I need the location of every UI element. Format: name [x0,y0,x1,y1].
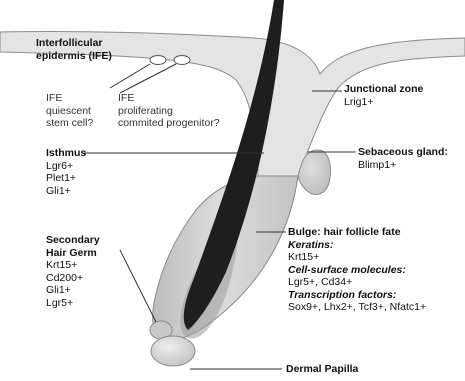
sebaceous-title: Sebaceous gland: [358,146,448,158]
shg-marker-3: Gli1+ [46,284,71,296]
shg-marker-1: Krt15+ [46,259,77,271]
junctional-zone-label: Junctional zone Lrig1+ [344,83,423,108]
ife-prog-line1: IFE [118,92,134,104]
isthmus-label: Isthmus Lgr6+ Plet1+ Gli1+ [46,147,86,197]
transcription-factors-value: Sox9+, Lhx2+, Tcf3+, Nfatc1+ [288,301,426,313]
junctional-title: Junctional zone [344,83,423,95]
shg-marker-4: Lgr5+ [46,297,73,309]
keratins-title: Keratins: [288,239,334,251]
ife-stem-line2: quiescent [46,105,91,117]
isthmus-marker-2: Plet1+ [46,172,76,184]
bulge-title: Bulge: hair follicle fate [288,226,401,238]
cell-surface-value: Lgr5+, Cd34+ [288,276,352,288]
isthmus-marker-3: Gli1+ [46,185,71,197]
ife-title: Interfollicular epidermis (IFE) [36,37,112,62]
shg-title-line2: Hair Germ [46,247,97,259]
keratins-value: Krt15+ [288,251,319,263]
ife-prog-line3: commited progenitor? [118,117,220,129]
ife-prog-line2: proliferating [118,105,173,117]
isthmus-marker-1: Lgr6+ [46,160,73,172]
ife-title-line1: Interfollicular [36,37,103,49]
transcription-factors-title: Transcription factors: [288,289,396,301]
shg-title-line1: Secondary [46,234,100,246]
leader-secondary-germ [120,250,156,322]
sebaceous-marker: Blimp1+ [358,159,396,171]
junctional-marker: Lrig1+ [344,96,373,108]
dermal-papilla-text: Dermal Papilla [286,363,358,375]
shg-marker-2: Cd200+ [46,272,83,284]
ife-progenitor-label: IFE proliferating commited progenitor? [118,92,220,130]
sebaceous-gland-label: Sebaceous gland: Blimp1+ [358,146,448,171]
dermal-papilla-label: Dermal Papilla [286,363,358,376]
ife-stem-line1: IFE [46,92,62,104]
secondary-hair-germ-label: Secondary Hair Germ Krt15+ Cd200+ Gli1+ … [46,234,100,309]
isthmus-title: Isthmus [46,147,86,159]
ife-stem-line3: stem cell? [46,117,93,129]
leader-ife-stem [110,64,150,88]
leader-ife-progenitor [120,64,176,93]
ife-stem-cell-label: IFE quiescent stem cell? [46,92,93,130]
dermal-papilla [151,336,195,366]
cell-surface-title: Cell-surface molecules: [288,264,406,276]
bulge-label: Bulge: hair follicle fate Keratins: Krt1… [288,226,426,314]
ife-title-line2: epidermis (IFE) [36,50,112,62]
ife-progenitor-cell [174,56,190,65]
ife-stem-cell [150,56,166,65]
